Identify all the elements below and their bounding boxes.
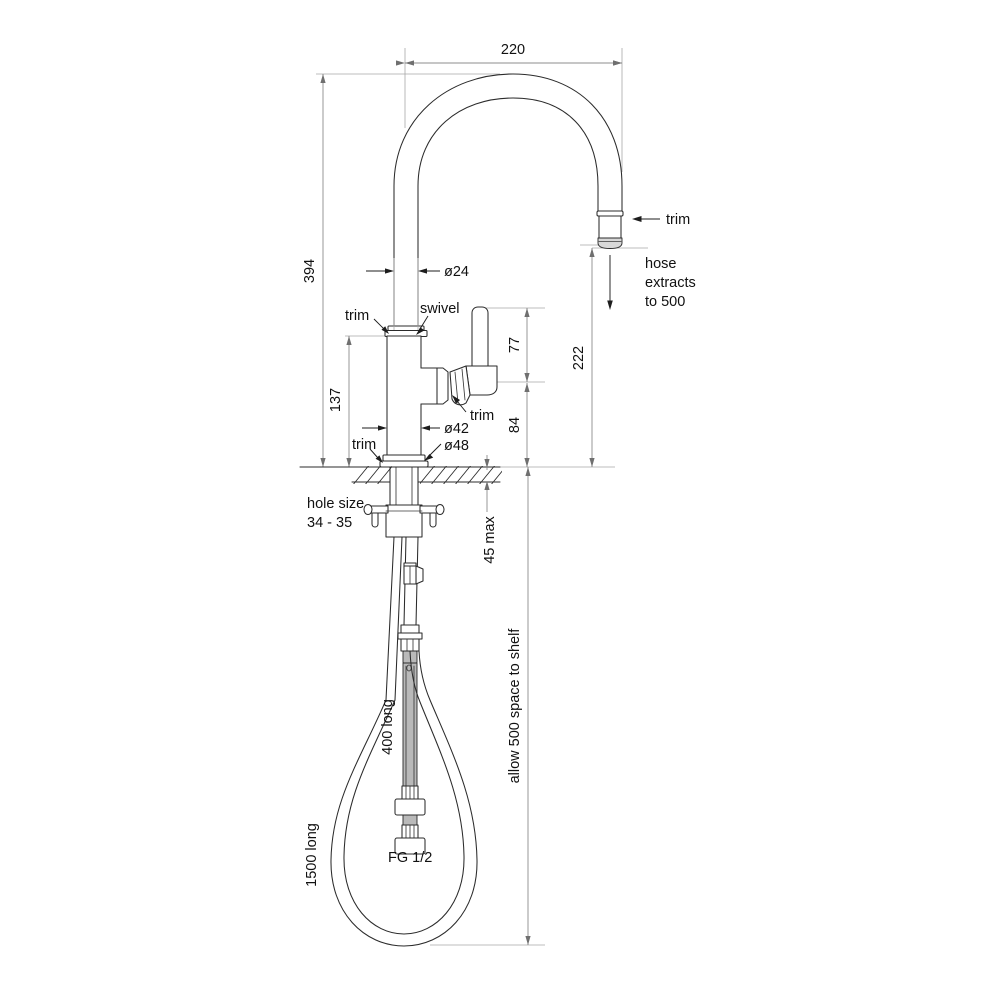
pullout-hose-outer	[330, 650, 478, 947]
hose-ferrule-upper	[394, 785, 426, 826]
dim-shelf-clearance-500: allow 500 space to shelf	[507, 467, 531, 945]
dim-spout-diameter-24: ø24	[366, 258, 469, 330]
base-collar	[379, 454, 429, 468]
mounting-clamp	[363, 503, 445, 538]
spout-outer-profile	[393, 73, 623, 337]
pullout-hose-inner	[343, 650, 465, 935]
dim-label-84: 84	[507, 417, 523, 433]
dim-label-394: 394	[302, 259, 318, 283]
spout-inner-profile	[417, 97, 599, 337]
callout-label-hose-extracts-1: hose	[645, 256, 676, 272]
braided-hose-400	[402, 650, 418, 787]
dim-label-45max: 45 max	[482, 515, 498, 563]
callout-hose-extracts: hose extracts to 500	[607, 255, 696, 310]
note-label-fg-half: FG 1/2	[388, 850, 432, 866]
dim-label-o42: ø42	[444, 421, 469, 437]
note-hole-size-line1: hole size	[307, 496, 364, 512]
spout-outlet-trim	[596, 210, 624, 249]
lever-skirt	[449, 365, 471, 406]
callout-label-swivel: swivel	[420, 301, 459, 317]
faucet-body-geometry	[330, 73, 624, 947]
extension-lines	[300, 48, 648, 946]
dim-label-o48: ø48	[444, 438, 469, 454]
callout-trim-base: trim	[352, 437, 383, 463]
supply-tube-left	[385, 536, 395, 701]
deck-hatch-right	[420, 466, 502, 484]
hex-coupling-upper	[403, 562, 424, 585]
deck-countertop	[299, 466, 502, 484]
callout-label-trim-base: trim	[352, 437, 376, 453]
hose-union-mid	[397, 624, 423, 652]
deck-hatch-left	[353, 466, 392, 484]
callout-swivel: swivel	[416, 301, 459, 335]
dim-base-diameter-48: ø48	[424, 438, 469, 461]
dim-deck-thickness-45max: 45 max	[482, 455, 498, 564]
dim-label-222: 222	[571, 346, 587, 370]
dim-outlet-height-222: 222	[571, 248, 595, 467]
dim-label-137: 137	[328, 388, 344, 412]
dim-label-allow-500: allow 500 space to shelf	[507, 628, 523, 784]
callout-label-trim-upper: trim	[345, 308, 369, 324]
note-label-400-long: 400 long	[380, 699, 396, 755]
note-hole-size: hole size 34 - 35	[307, 496, 364, 531]
dim-label-o24: ø24	[444, 264, 469, 280]
lever-body	[465, 365, 498, 396]
dim-label-220: 220	[501, 42, 525, 58]
dim-overall-height-394: 394	[302, 74, 326, 467]
callout-label-hose-extracts-2: extracts	[645, 275, 696, 291]
dim-body-height-137: 137	[328, 336, 352, 467]
supply-tube-left-b	[394, 536, 403, 701]
dim-label-77: 77	[507, 337, 523, 353]
callout-label-hose-extracts-3: to 500	[645, 294, 685, 310]
callout-trim-handle: trim	[452, 395, 494, 424]
callout-label-trim-handle: trim	[470, 408, 494, 424]
lever-stem	[471, 306, 489, 367]
note-thread-fg-half: FG 1/2	[388, 850, 432, 866]
callout-trim-upper: trim	[345, 308, 389, 334]
mounting-shank	[389, 466, 419, 506]
callout-label-trim-outlet: trim	[666, 212, 690, 228]
dim-spout-reach-220: 220	[396, 42, 622, 66]
body-barrel	[386, 335, 438, 456]
note-label-1500-long: 1500 long	[304, 823, 320, 887]
note-hose-length-1500: 1500 long	[304, 823, 320, 887]
note-braided-length-400: 400 long	[380, 699, 396, 755]
callout-trim-outlet: trim	[632, 212, 690, 228]
dim-handle-77-84: 77 84	[507, 308, 530, 467]
hose-ferrule-lower	[394, 824, 426, 855]
handle-hub-profile	[420, 367, 449, 405]
note-hole-size-line2: 34 - 35	[307, 515, 352, 531]
dim-body-diameter-42: ø42	[362, 421, 469, 437]
